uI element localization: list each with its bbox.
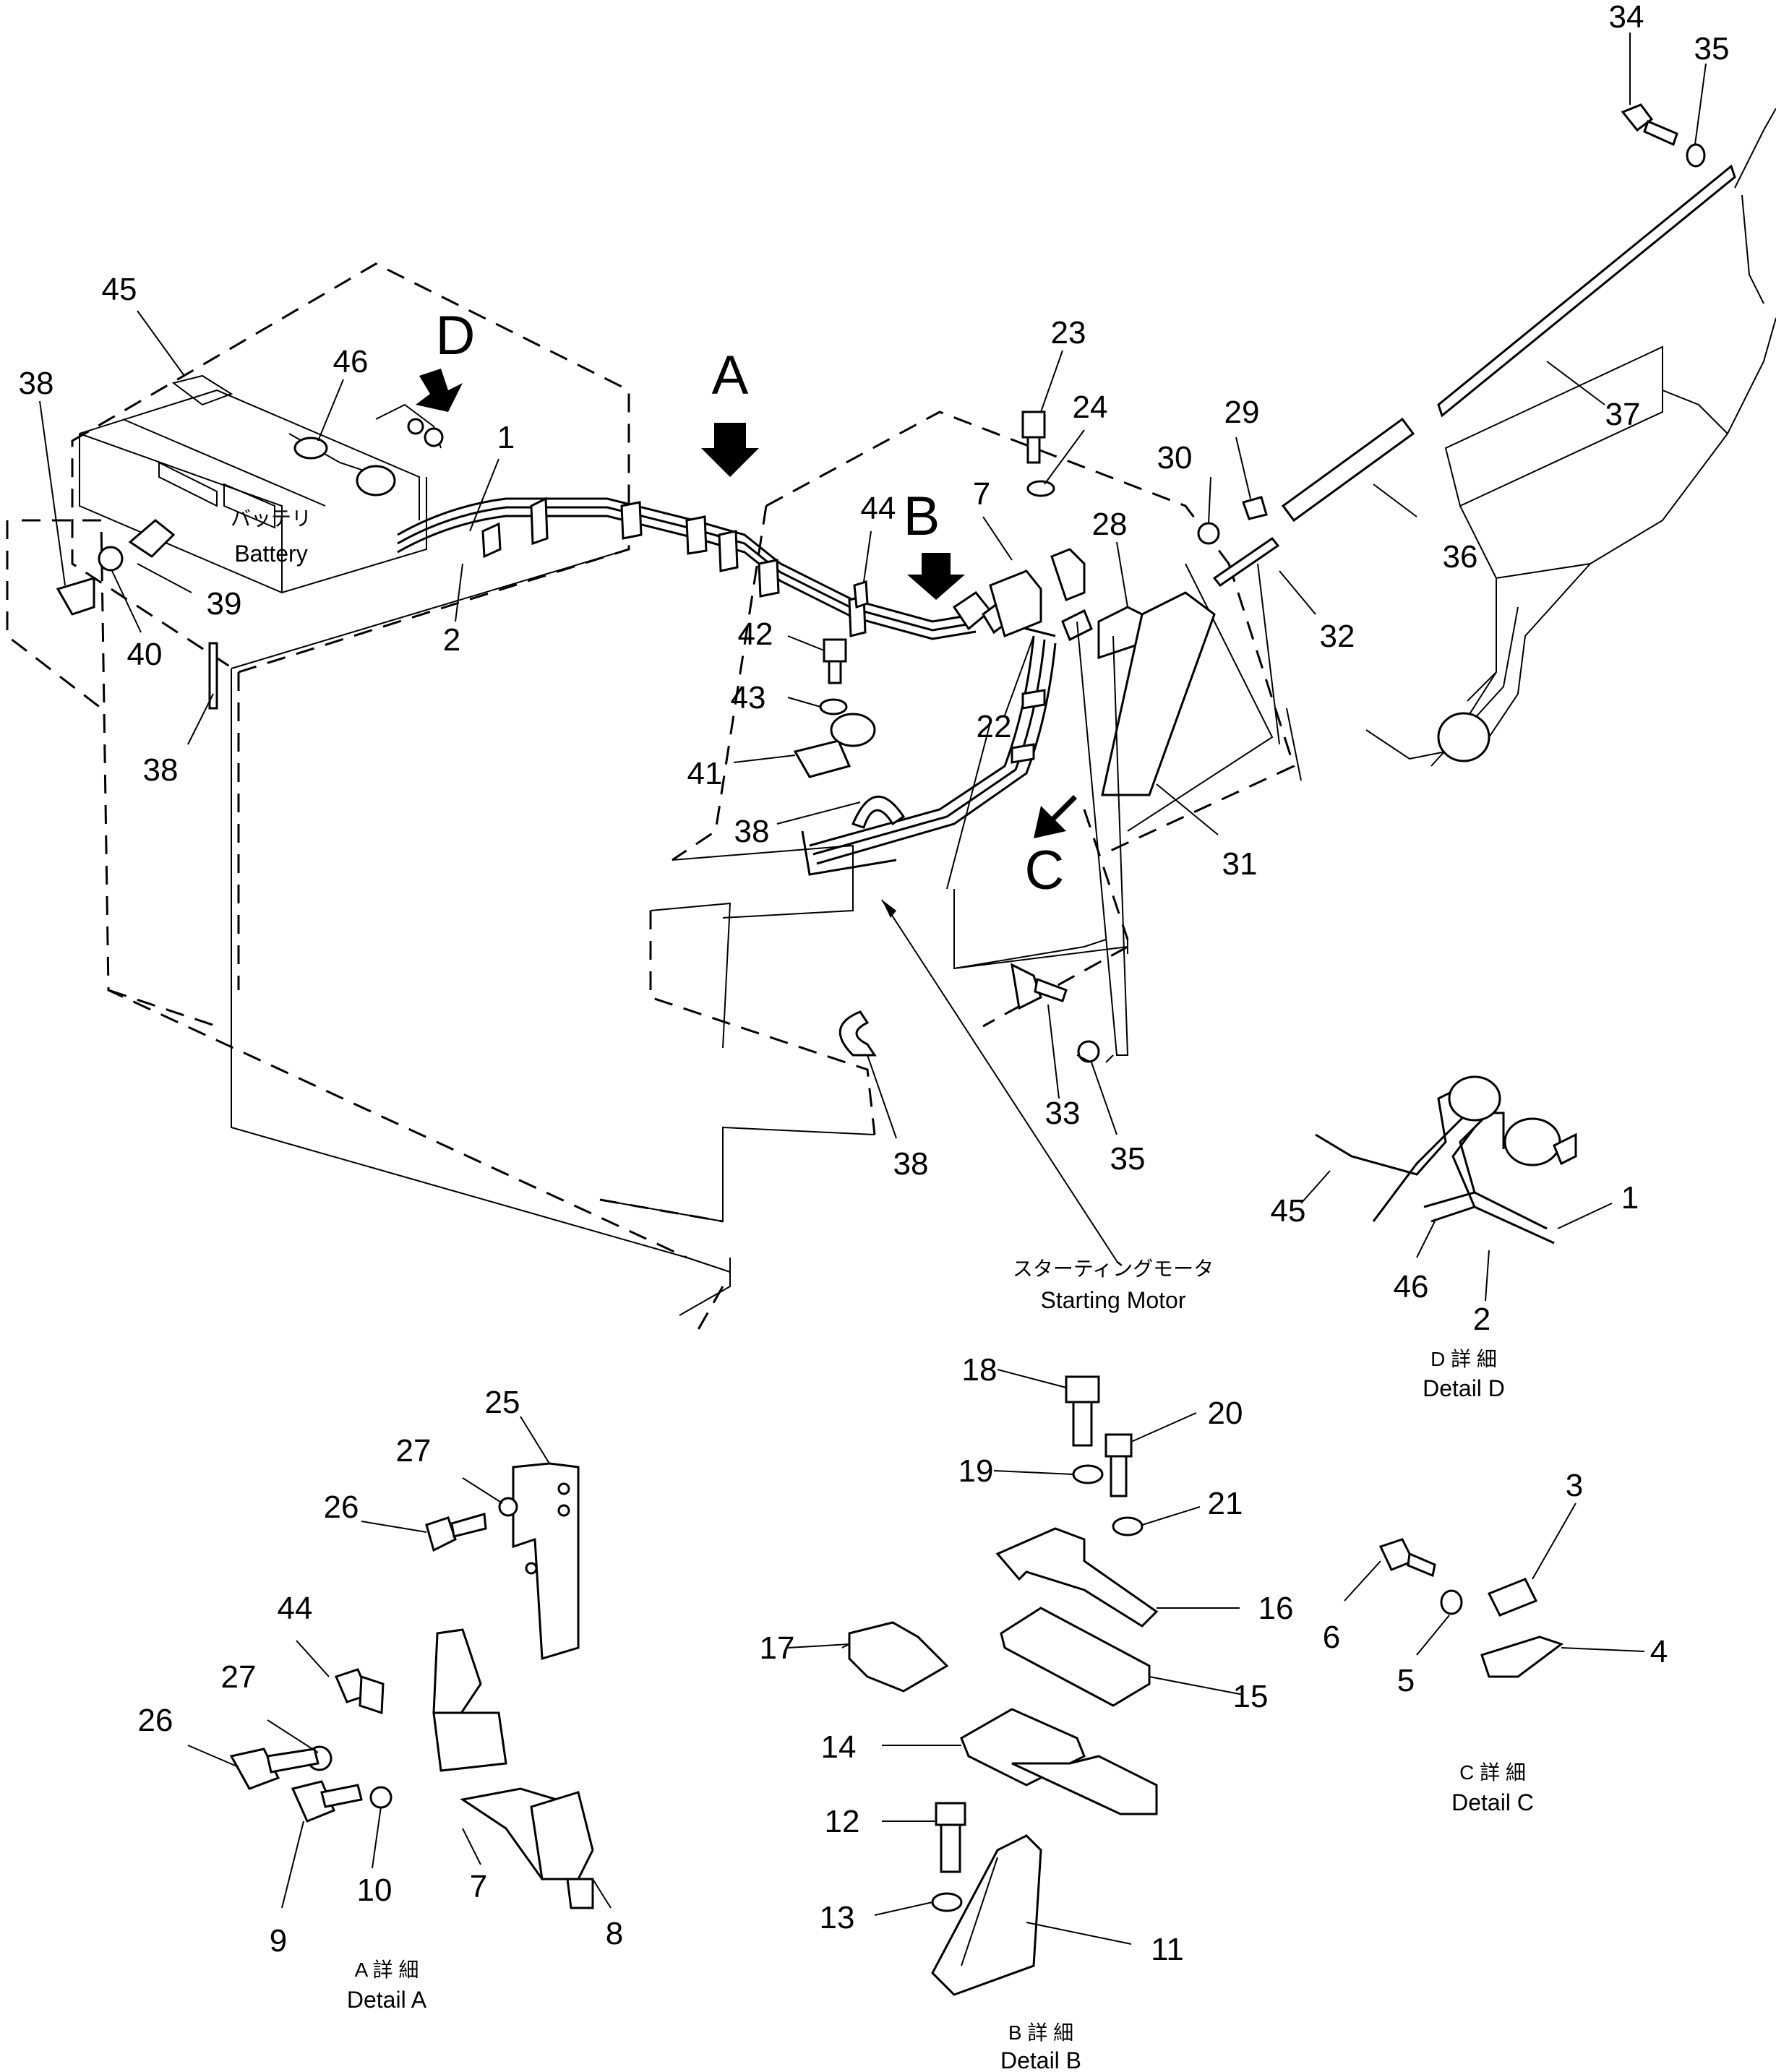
callout-4: 4 <box>1650 1634 1668 1669</box>
callout-17: 17 <box>760 1630 795 1666</box>
callout-22: 22 <box>977 709 1012 744</box>
callout-46-b: 46 <box>1394 1269 1429 1304</box>
battery-label-jp: バッテリ <box>231 507 312 530</box>
labels: バッテリ Battery スターティングモータ Starting Motor <box>231 507 1214 1313</box>
callout-38: 38 <box>19 366 54 401</box>
callout-2-b: 2 <box>1473 1302 1490 1337</box>
callout-1: 1 <box>497 420 515 455</box>
callout-18: 18 <box>962 1352 998 1388</box>
arrow-c-icon <box>1034 795 1077 838</box>
battery-assembly <box>79 374 444 594</box>
detail-d-title-jp: D 詳 細 <box>1430 1348 1497 1370</box>
callout-12: 12 <box>825 1804 860 1839</box>
callout-13: 13 <box>820 1900 855 1935</box>
leader-lines <box>39 33 1707 1945</box>
callout-numbers: 34 35 37 45 46 38 1 23 24 29 30 36 7 28 … <box>19 0 1730 1967</box>
callout-6: 6 <box>1323 1620 1340 1655</box>
callout-26-b: 26 <box>138 1703 173 1738</box>
view-letter-b: B <box>904 486 940 547</box>
callout-45: 45 <box>102 272 137 307</box>
detail-b: B 詳 細 Detail B <box>848 1375 1159 2072</box>
callout-39: 39 <box>207 586 242 622</box>
callout-3: 3 <box>1566 1468 1583 1503</box>
callout-7: 7 <box>973 476 990 512</box>
callout-11: 11 <box>1151 1932 1184 1967</box>
callout-2: 2 <box>443 622 460 658</box>
callout-29: 29 <box>1224 395 1260 430</box>
callout-40: 40 <box>127 637 163 672</box>
detail-d: D 詳 細 Detail D <box>1315 1075 1577 1401</box>
callout-8: 8 <box>606 1916 623 1951</box>
view-letter-c: C <box>1025 840 1065 901</box>
callout-31: 31 <box>1222 846 1258 882</box>
view-letter-a: A <box>712 345 749 406</box>
detail-b-title-en: Detail B <box>1000 2047 1081 2072</box>
detail-a-title-jp: A 詳 細 <box>355 1959 419 1981</box>
callout-44: 44 <box>861 491 896 526</box>
starting-motor-label-jp: スターティングモータ <box>1013 1258 1214 1280</box>
callout-27: 27 <box>396 1433 432 1469</box>
main-view-parts <box>56 103 1736 1063</box>
detail-a: A 詳 細 Detail A <box>229 1462 594 2013</box>
callout-20: 20 <box>1208 1396 1243 1431</box>
detail-b-title-jp: B 詳 細 <box>1008 2021 1073 2044</box>
arrow-a-icon <box>701 423 759 477</box>
callout-19: 19 <box>958 1453 994 1489</box>
callout-5: 5 <box>1397 1663 1415 1698</box>
callout-35-b: 35 <box>1110 1141 1146 1177</box>
battery-label-en: Battery <box>234 541 307 567</box>
callout-25: 25 <box>485 1385 520 1420</box>
view-letter-d: D <box>436 305 476 366</box>
callout-26: 26 <box>324 1489 359 1525</box>
callout-45-b: 45 <box>1271 1193 1306 1229</box>
callout-35: 35 <box>1694 31 1730 66</box>
view-indicators: A B C D <box>416 305 1077 901</box>
callout-32: 32 <box>1320 619 1355 654</box>
arrow-b-icon <box>907 553 965 600</box>
callout-23: 23 <box>1051 315 1086 351</box>
callout-43: 43 <box>731 680 766 715</box>
callout-46: 46 <box>333 344 369 379</box>
callout-16: 16 <box>1258 1591 1294 1626</box>
callout-27-b: 27 <box>221 1659 257 1695</box>
callout-37: 37 <box>1605 397 1641 432</box>
callout-10: 10 <box>357 1873 392 1908</box>
callout-28: 28 <box>1092 507 1128 542</box>
callout-38-d: 38 <box>893 1146 929 1182</box>
callout-1-b: 1 <box>1621 1180 1639 1216</box>
machine-outline <box>6 108 1776 1338</box>
starting-motor-label-en: Starting Motor <box>1041 1287 1186 1313</box>
callout-9: 9 <box>270 1923 287 1959</box>
callout-30: 30 <box>1157 440 1193 476</box>
detail-a-title-en: Detail A <box>347 1987 427 2013</box>
callout-34: 34 <box>1609 0 1644 35</box>
detail-c-title-jp: C 詳 細 <box>1459 1761 1526 1784</box>
callout-44-b: 44 <box>278 1591 313 1626</box>
callout-7-b: 7 <box>470 1869 487 1904</box>
callout-41: 41 <box>687 756 723 791</box>
callout-33: 33 <box>1045 1096 1081 1131</box>
callout-36: 36 <box>1443 539 1478 575</box>
callout-38-b: 38 <box>143 752 179 788</box>
callout-14: 14 <box>821 1729 857 1765</box>
callout-38-c: 38 <box>734 814 770 849</box>
detail-d-title-en: Detail D <box>1423 1375 1505 1401</box>
callout-24: 24 <box>1073 390 1108 425</box>
callout-42: 42 <box>738 616 773 652</box>
callout-21: 21 <box>1208 1486 1243 1521</box>
callout-15: 15 <box>1233 1679 1269 1714</box>
detail-c-title-en: Detail C <box>1451 1789 1534 1815</box>
arrow-d-icon <box>416 369 463 412</box>
detail-c: C 詳 細 Detail C <box>1378 1538 1564 1815</box>
